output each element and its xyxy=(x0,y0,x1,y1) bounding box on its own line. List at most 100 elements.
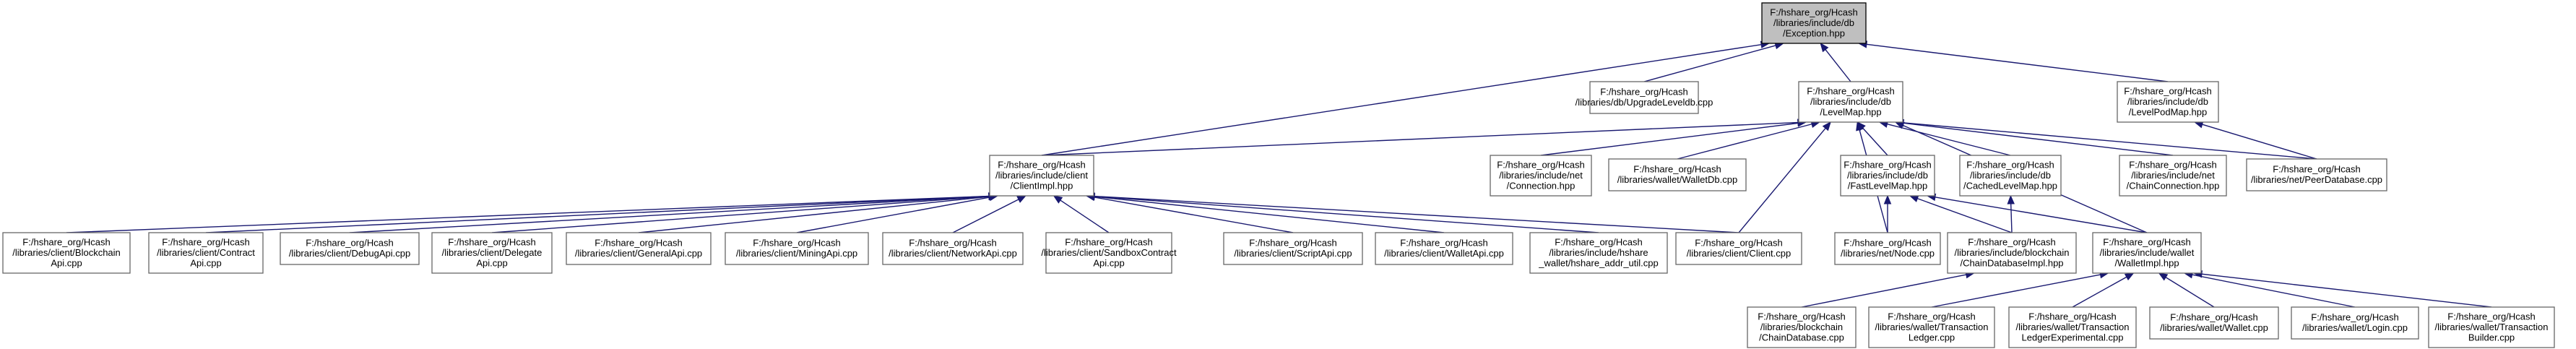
graph-node-delegateapi[interactable]: F:/hshare_org/Hcash/libraries/client/Del… xyxy=(431,232,553,274)
node-box xyxy=(2,232,131,274)
node-label-line: F:/hshare_org/Hcash xyxy=(998,159,1085,170)
graph-node-chaindb[interactable]: F:/hshare_org/Hcash/libraries/blockchain… xyxy=(1747,306,1857,348)
graph-node-walletimpl[interactable]: F:/hshare_org/Hcash/libraries/include/wa… xyxy=(2092,232,2202,274)
node-box xyxy=(2092,232,2202,274)
graph-node-contractapi[interactable]: F:/hshare_org/Hcash/libraries/client/Con… xyxy=(148,232,264,274)
node-label-line: F:/hshare_org/Hcash xyxy=(1966,159,2054,170)
node-label-line: F:/hshare_org/Hcash xyxy=(2311,312,2398,323)
graph-node-chainconn[interactable]: F:/hshare_org/Hcash/libraries/include/ne… xyxy=(2119,155,2227,197)
graph-node-levelpod[interactable]: F:/hshare_org/Hcash/libraries/include/db… xyxy=(2117,81,2219,123)
node-label-line: F:/hshare_org/Hcash xyxy=(2447,311,2535,322)
graph-node-blockchainapi[interactable]: F:/hshare_org/Hcash/libraries/client/Blo… xyxy=(2,232,131,274)
node-box xyxy=(1529,232,1668,274)
node-box xyxy=(1959,155,2062,197)
graph-node-addrutil[interactable]: F:/hshare_org/Hcash/libraries/include/hs… xyxy=(1529,232,1668,274)
node-box xyxy=(566,232,712,265)
edge-peerdb-to-levelpod xyxy=(2201,124,2317,160)
edge-miningapi-to-clientimpl xyxy=(796,197,991,233)
graph-node-upgrade[interactable]: F:/hshare_org/Hcash/libraries/db/Upgrade… xyxy=(1576,81,1713,114)
graph-node-scriptapi[interactable]: F:/hshare_org/Hcash/libraries/client/Scr… xyxy=(1223,232,1363,265)
graph-node-walletdb[interactable]: F:/hshare_org/Hcash/libraries/wallet/Wal… xyxy=(1608,158,1747,191)
graph-node-connection[interactable]: F:/hshare_org/Hcash/libraries/include/ne… xyxy=(1490,155,1592,197)
node-label-line: Ledger.cpp xyxy=(1909,332,1955,342)
graph-node-exception[interactable]: F:/hshare_org/Hcash/libraries/include/db… xyxy=(1761,2,1867,44)
node-label-line: /libraries/wallet/WalletDb.cpp xyxy=(1617,174,1737,185)
node-label-line: LedgerExperimental.cpp xyxy=(2022,332,2124,342)
graph-node-peerdb[interactable]: F:/hshare_org/Hcash/libraries/net/PeerDa… xyxy=(2246,158,2387,191)
graph-node-debugapi[interactable]: F:/hshare_org/Hcash/libraries/client/Deb… xyxy=(280,232,420,265)
arrowhead-icon xyxy=(1909,194,1919,202)
graph-node-networkapi[interactable]: F:/hshare_org/Hcash/libraries/client/Net… xyxy=(882,232,1024,265)
edge-walletdb-to-levelmap xyxy=(1677,123,1813,160)
node-box xyxy=(2117,81,2219,123)
node-label-line: F:/hshare_org/Hcash xyxy=(595,238,682,249)
node-label-line: F:/hshare_org/Hcash xyxy=(1555,236,1642,247)
edge-txbuilder-to-walletimpl xyxy=(2200,273,2492,308)
arrowhead-icon xyxy=(2124,272,2135,281)
graph-node-levelmap[interactable]: F:/hshare_org/Hcash/libraries/include/db… xyxy=(1798,81,1903,123)
graph-node-node[interactable]: F:/hshare_org/Hcash/libraries/net/Node.c… xyxy=(1834,232,1941,265)
graph-node-client[interactable]: F:/hshare_org/Hcash/libraries/client/Cli… xyxy=(1675,232,1802,265)
graph-node-sandboxapi[interactable]: F:/hshare_org/Hcash/libraries/client/San… xyxy=(1041,232,1177,274)
node-label-line: F:/hshare_org/Hcash xyxy=(2103,236,2190,247)
edge-scriptapi-to-clientimpl xyxy=(1093,197,1294,233)
graph-node-chaindbimpl[interactable]: F:/hshare_org/Hcash/libraries/include/bl… xyxy=(1947,232,2077,274)
edge-upgrade-to-exception xyxy=(1643,44,1777,82)
graph-node-walletapi[interactable]: F:/hshare_org/Hcash/libraries/client/Wal… xyxy=(1375,232,1513,265)
edge-walletimpl-to-fastlevel xyxy=(1934,196,2148,233)
node-label-line: /libraries/include/db xyxy=(1847,170,1928,181)
node-label-line: F:/hshare_org/Hcash xyxy=(1249,238,1336,249)
node-label-line: /libraries/include/hshare xyxy=(1549,247,1648,258)
node-label-line: /libraries/include/net xyxy=(1499,170,1583,181)
node-box xyxy=(148,232,264,274)
node-label-line: /Connection.hpp xyxy=(1507,180,1576,191)
edge-generalapi-to-clientimpl xyxy=(638,196,990,233)
edge-login-to-walletimpl xyxy=(2191,274,2356,308)
edge-levelmap-to-exception xyxy=(1824,48,1851,82)
graph-node-generalapi[interactable]: F:/hshare_org/Hcash/libraries/client/Gen… xyxy=(566,232,712,265)
node-label-line: F:/hshare_org/Hcash xyxy=(1497,159,1584,170)
node-box xyxy=(280,232,420,265)
arrowhead-icon xyxy=(1053,195,1063,204)
node-box xyxy=(1761,2,1867,44)
edge-txledgerexp-to-walletimpl xyxy=(2072,276,2128,308)
node-box xyxy=(1747,306,1857,348)
node-label-line: /libraries/include/db xyxy=(2127,96,2208,107)
node-label-line: F:/hshare_org/Hcash xyxy=(306,238,393,249)
graph-node-clientimpl[interactable]: F:/hshare_org/Hcash/libraries/include/cl… xyxy=(989,155,1094,197)
arrowhead-icon xyxy=(1016,195,1027,203)
edge-chaindbimpl-to-fastlevel xyxy=(1916,197,2013,233)
node-label-line: /libraries/client/Blockchain xyxy=(12,247,121,258)
graph-node-txledgerexp[interactable]: F:/hshare_org/Hcash/libraries/wallet/Tra… xyxy=(2008,306,2137,348)
node-label-line: Api.cpp xyxy=(190,257,221,268)
node-box xyxy=(1675,232,1802,265)
node-label-line: /CachedLevelMap.hpp xyxy=(1963,180,2057,191)
node-label-line: /libraries/client/MiningApi.cpp xyxy=(736,248,857,259)
graph-node-txbuilder[interactable]: F:/hshare_org/Hcash/libraries/wallet/Tra… xyxy=(2428,306,2555,348)
graph-node-cachedlevel[interactable]: F:/hshare_org/Hcash/libraries/include/db… xyxy=(1959,155,2062,197)
node-box xyxy=(989,155,1094,197)
node-label-line: Api.cpp xyxy=(51,257,82,268)
node-box xyxy=(2428,306,2555,348)
graph-node-walletcpp[interactable]: F:/hshare_org/Hcash/libraries/wallet/Wal… xyxy=(2149,306,2279,340)
graph-node-fastlevel[interactable]: F:/hshare_org/Hcash/libraries/include/db… xyxy=(1840,155,1935,197)
edge-contractapi-to-clientimpl xyxy=(205,195,990,233)
node-box xyxy=(2119,155,2227,197)
node-label-line: /libraries/client/Delegate xyxy=(442,247,543,258)
node-label-line: /libraries/client/Client.cpp xyxy=(1687,248,1791,259)
edge-chaindbimpl-to-cachedlevel xyxy=(2010,202,2013,233)
node-label-line: /LevelMap.hpp xyxy=(1820,106,1881,117)
node-box xyxy=(1375,232,1513,265)
node-label-line: /libraries/include/db xyxy=(1810,96,1891,107)
node-box xyxy=(2246,158,2387,191)
node-label-line: Api.cpp xyxy=(1093,257,1124,268)
edge-walletcpp-to-walletimpl xyxy=(2164,276,2215,308)
graph-node-login[interactable]: F:/hshare_org/Hcash/libraries/wallet/Log… xyxy=(2291,306,2419,340)
node-box xyxy=(2291,306,2419,340)
node-label-line: F:/hshare_org/Hcash xyxy=(1968,236,2055,247)
edge-chainconn-to-levelmap xyxy=(1902,122,2174,156)
node-label-line: F:/hshare_org/Hcash xyxy=(448,236,535,247)
node-label-line: /libraries/db/UpgradeLeveldb.cpp xyxy=(1576,97,1713,108)
graph-node-miningapi[interactable]: F:/hshare_org/Hcash/libraries/client/Min… xyxy=(725,232,869,265)
graph-node-txledger[interactable]: F:/hshare_org/Hcash/libraries/wallet/Tra… xyxy=(1868,306,1995,348)
